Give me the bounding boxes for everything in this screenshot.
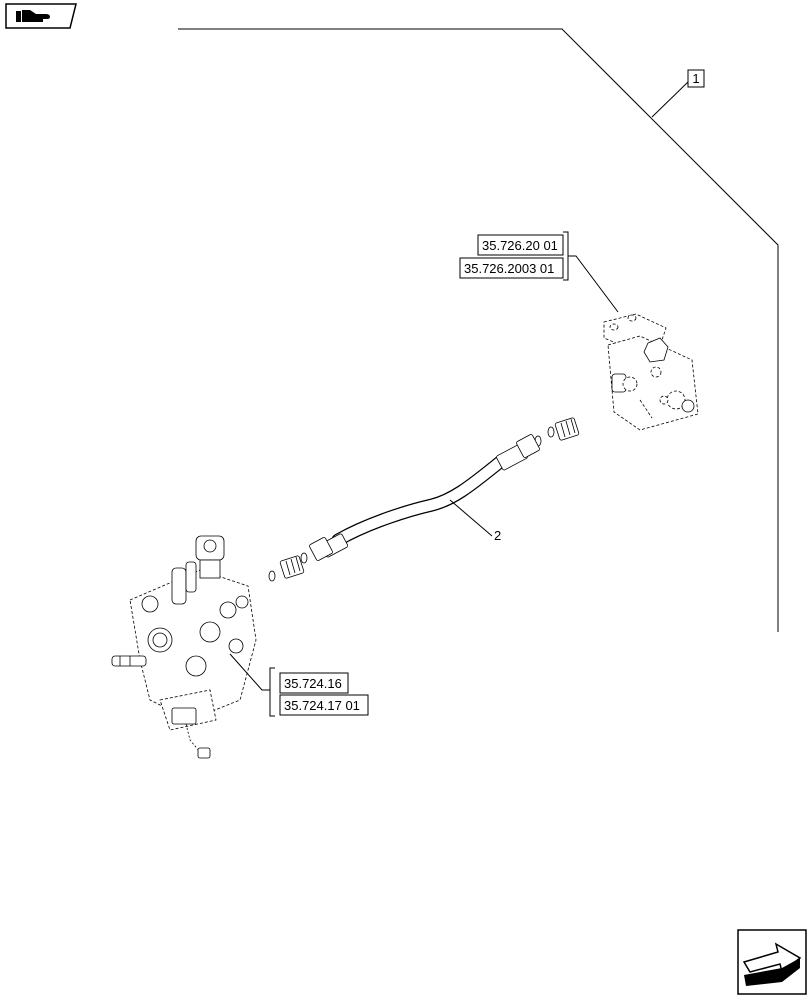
callout-1-label: 1	[692, 71, 699, 86]
reference-valve-bottom-a: 35.724.16	[284, 676, 342, 691]
reference-valve-bottom-b: 35.724.17 01	[284, 698, 360, 713]
reference-valve-top-b: 35.726.2003 01	[464, 261, 554, 276]
group-bracket-line	[178, 28, 779, 632]
lower-fittings	[268, 552, 308, 582]
callout-2-label: 2	[494, 528, 501, 543]
pointing-hand-icon[interactable]	[5, 3, 77, 29]
upper-valve-block	[603, 313, 699, 431]
next-page-arrow-icon[interactable]	[737, 929, 807, 995]
lower-control-valve	[111, 535, 257, 759]
reference-valve-top[interactable]: 35.726.20 01 35.726.2003 01	[459, 231, 619, 313]
upper-fittings	[534, 417, 580, 447]
callout-1[interactable]: 1	[687, 69, 705, 88]
hydraulic-hose[interactable]: 2	[309, 434, 540, 561]
reference-valve-bottom[interactable]: 35.724.16 35.724.17 01	[229, 653, 369, 717]
reference-valve-top-a: 35.726.20 01	[482, 238, 558, 253]
